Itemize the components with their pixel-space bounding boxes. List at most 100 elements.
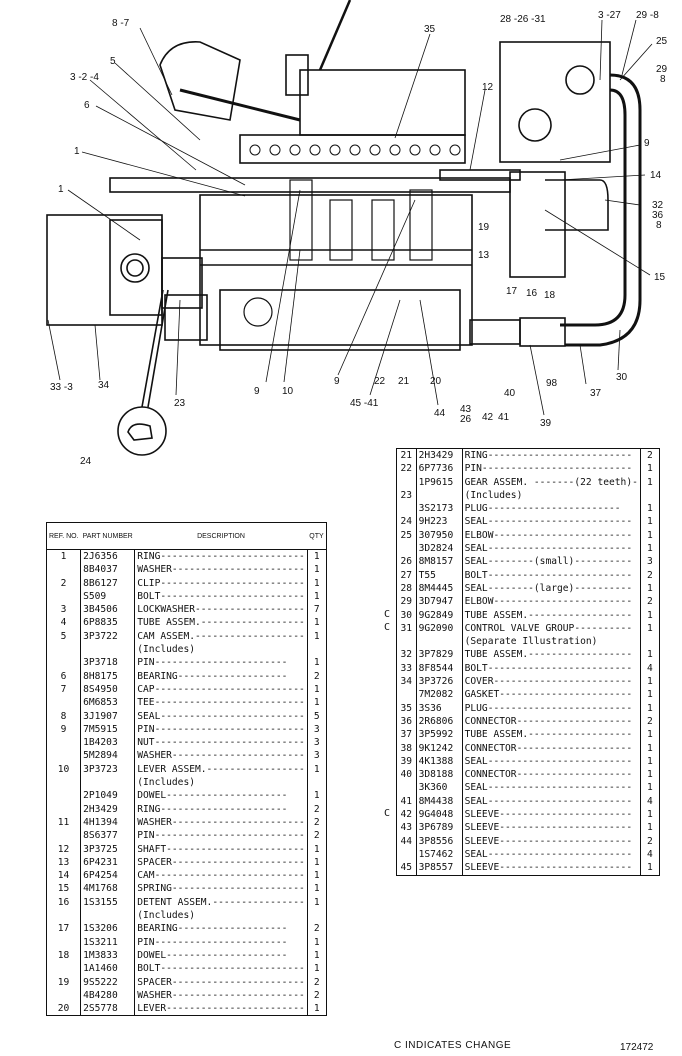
cell-desc: PLUG----------------------- xyxy=(462,502,641,516)
cell-qty: 4 xyxy=(647,848,653,860)
callout-21: 21 xyxy=(398,376,410,387)
cell-part: 9G2090 xyxy=(416,621,463,636)
cell-part: T55 xyxy=(416,568,463,582)
cell-part: 3P6789 xyxy=(416,821,463,835)
cell-part: 4B4280 xyxy=(80,988,136,1003)
table-row: 2P1049 DOWEL---------------------1 xyxy=(46,789,327,803)
cell-ref: 37 xyxy=(396,728,417,742)
callout-18: 18 xyxy=(544,290,556,301)
cell-desc: PIN-------------------------- xyxy=(134,829,308,843)
change-legend: C INDICATES CHANGE xyxy=(394,1040,512,1051)
cell-desc: GASKET----------------------- xyxy=(462,688,641,702)
cell-ref: 39 xyxy=(396,754,417,769)
cell-desc: SPACER----------------------- xyxy=(134,855,308,870)
cell-part: 8H8175 xyxy=(80,669,136,683)
cell-qty: 1 xyxy=(647,822,653,834)
callout-35: 35 xyxy=(424,24,436,35)
callout-17: 17 xyxy=(506,286,518,297)
cell-qty: 2 xyxy=(313,989,320,1001)
cell-part: 3P3718 xyxy=(80,656,136,670)
cell-desc: PLUG------------------------- xyxy=(462,701,641,715)
cell-ref xyxy=(46,935,82,949)
cell-qty xyxy=(307,643,326,656)
cell-desc: SEAL------------------------- xyxy=(462,781,641,795)
cell-desc: CAM ASSEM.------------------- xyxy=(134,629,308,644)
cell-part: 2P1049 xyxy=(80,789,136,803)
cell-ref: 13 xyxy=(46,855,82,870)
cell-desc: WASHER----------------------- xyxy=(134,988,308,1003)
cell-qty: 1 xyxy=(313,843,320,855)
cell-ref: 21 xyxy=(396,448,417,463)
callout-9c: 9 xyxy=(334,376,340,387)
cell-desc: RING------------------------- xyxy=(134,549,308,564)
cell-qty: 4 xyxy=(647,662,653,674)
cell-desc: TUBE ASSEM.------------------ xyxy=(462,648,641,662)
cell-desc: LEVER------------------------ xyxy=(134,1002,308,1016)
cell-part: 1B4203 xyxy=(80,736,136,750)
cell-ref: 17 xyxy=(46,922,82,936)
cell-part: 2S5778 xyxy=(80,1002,136,1016)
table-row: 3P3718 PIN-----------------------1 xyxy=(46,656,327,670)
header-ref-no: REF. NO. xyxy=(46,522,81,550)
cell-ref: 14 xyxy=(46,869,82,883)
drawing-number: 172472 xyxy=(620,1042,654,1053)
cell-qty: 1 xyxy=(313,856,320,868)
cell-ref: 38 xyxy=(396,741,417,755)
callout-42: 42 xyxy=(482,412,494,423)
cell-ref: 9 xyxy=(46,722,82,737)
cell-desc: WASHER----------------------- xyxy=(134,815,308,830)
cell-qty xyxy=(640,489,659,502)
cell-qty: 1 xyxy=(647,503,653,515)
cell-desc: DOWEL--------------------- xyxy=(134,948,308,963)
cell-part: 9G4048 xyxy=(416,808,463,822)
cell-desc: SEAL--------(small)---------- xyxy=(462,555,641,569)
cell-qty: 1 xyxy=(647,702,653,714)
clip-detail-circle xyxy=(117,406,167,456)
cell-qty: 1 xyxy=(647,729,653,741)
cell-ref: 29 xyxy=(396,595,417,609)
cell-part: 2J6356 xyxy=(80,549,136,564)
cell-desc: BEARING------------------- xyxy=(134,922,308,936)
cell-desc: CAP-------------------------- xyxy=(134,682,308,697)
cell-part: 3P3723 xyxy=(80,762,136,777)
callout-9a: 9 xyxy=(644,138,650,149)
cell-part: 3P8556 xyxy=(416,834,463,848)
cell-ref: 6 xyxy=(46,669,82,683)
cell-part: 4M1768 xyxy=(80,882,136,896)
cell-desc: CONNECTOR-------------------- xyxy=(462,768,641,782)
cell-qty xyxy=(307,909,326,922)
cell-ref: 12 xyxy=(46,842,82,856)
cell-part: 8M4445 xyxy=(416,581,463,596)
table-row: 3S2173 PLUG-----------------------1 xyxy=(396,502,660,516)
cell-qty: 2 xyxy=(313,816,320,828)
cell-part: 3D8188 xyxy=(416,768,463,782)
cell-part: 8M8157 xyxy=(416,555,463,569)
cell-part: 3P5992 xyxy=(416,728,463,742)
cell-desc: COVER------------------------ xyxy=(462,675,641,689)
cell-qty: 1 xyxy=(647,463,653,475)
cell-part: 9K1242 xyxy=(416,741,463,755)
cell-part: 4H1394 xyxy=(80,815,136,830)
cell-ref: 44 xyxy=(396,834,417,848)
cell-part: 1S3211 xyxy=(80,935,136,949)
cell-part: 7M2082 xyxy=(416,688,463,702)
cell-qty: 1 xyxy=(647,809,653,821)
cell-qty: 3 xyxy=(313,723,320,735)
cell-part: 6P4254 xyxy=(80,869,136,883)
cell-part: 8F8544 xyxy=(416,661,463,676)
callout-30: 30 xyxy=(616,372,628,383)
cell-qty: 1 xyxy=(313,630,320,642)
cell-qty: 1 xyxy=(313,657,320,669)
cell-qty: 2 xyxy=(313,976,320,988)
cell-qty: 2 xyxy=(313,923,320,935)
